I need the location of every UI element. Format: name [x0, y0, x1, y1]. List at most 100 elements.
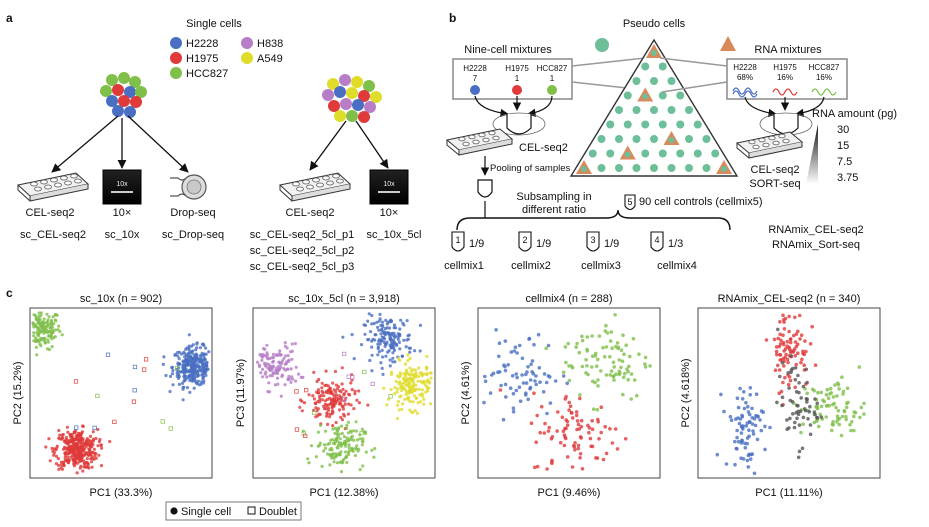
panel-b: b Pseudo cells Nine-cell mixtures H2228 … [444, 11, 897, 272]
scatter-point [173, 352, 178, 356]
scatter-point [483, 374, 487, 379]
scatter-point [535, 464, 540, 469]
scatter-point [400, 354, 404, 358]
scatter-point [357, 389, 361, 393]
legend-dot-h838 [241, 37, 253, 49]
scatter-point [578, 396, 582, 401]
scatter-point [390, 345, 394, 349]
scatter-point [344, 450, 348, 454]
scatter-point [370, 339, 374, 343]
scatter-point [584, 357, 588, 362]
scatter-point [845, 386, 850, 391]
scatter-point [783, 316, 788, 321]
scatter-point [386, 350, 390, 354]
scatter-point [501, 417, 506, 422]
scatter-point [316, 388, 321, 392]
scatter-point [604, 323, 608, 328]
panel-c-letter: c [6, 286, 13, 300]
scatter-point [411, 410, 415, 414]
scatter-point [376, 325, 380, 329]
scatter-point [312, 370, 316, 374]
legend-dot-h2228 [170, 37, 182, 49]
scatter-point [609, 369, 614, 373]
scatter-point [46, 323, 50, 327]
scatter-point [398, 327, 402, 331]
scatter-point [360, 443, 364, 447]
pseudo-cell-dot [632, 77, 641, 85]
scatter-point [264, 364, 268, 368]
scatter-point [818, 412, 822, 417]
scatter-point [289, 380, 293, 384]
scatter-point [50, 446, 54, 450]
scatter-point [558, 440, 563, 445]
scatter-point [360, 427, 364, 431]
scatter-point [394, 342, 398, 346]
doublet-point [160, 419, 165, 424]
scatter-point [326, 442, 330, 446]
scatter-point [562, 433, 567, 437]
scatter-point [65, 451, 69, 456]
scatter-point [52, 453, 56, 457]
scatter-point [202, 357, 206, 362]
scatter-point [576, 422, 581, 427]
scatter-point [800, 357, 804, 362]
scatter-point [781, 313, 785, 318]
scatter-point [98, 437, 102, 442]
scatter-point [184, 347, 188, 351]
scatter-point [777, 344, 782, 349]
scatter-point [483, 379, 488, 384]
scatter-point [382, 386, 386, 390]
scatter-point [347, 402, 351, 406]
scatter-point [340, 366, 344, 370]
scatter-point [271, 352, 275, 356]
scatter-point [748, 457, 753, 461]
scatter-point [352, 407, 356, 411]
scatter-point [778, 342, 783, 346]
scatter-point [379, 332, 383, 336]
pseudo-cell-dot [658, 91, 667, 100]
pseudo-cell-symbol [595, 38, 609, 52]
scatter-point [587, 430, 591, 435]
scatter-point [628, 354, 632, 359]
nine-cell-count-2: 1 [550, 74, 555, 83]
scatter-point [82, 454, 86, 458]
scatter-point [195, 341, 199, 345]
scatter-point [393, 335, 397, 339]
scatter-point [403, 362, 408, 366]
scatter-point [260, 358, 264, 362]
scatter-point [777, 368, 782, 372]
scatter-point [56, 328, 60, 332]
scatter-point [168, 389, 172, 394]
scatter-point [406, 395, 411, 399]
rna-dataset-1: RNAmix_Sort-seq [772, 239, 860, 251]
scatter-point [197, 360, 201, 364]
scatter-point [568, 404, 573, 409]
scatter-point [64, 435, 68, 440]
scatter-point [831, 422, 835, 427]
scatter-point [576, 443, 581, 448]
scatter-point [94, 452, 98, 456]
scatter-point [403, 381, 407, 385]
scatter-point [575, 427, 579, 432]
dataset-celseq2-5cl-p1: sc_CEL-seq2_5cl_p1 [250, 229, 355, 241]
scatter-point [189, 370, 193, 374]
rna-line-1: H1975 [773, 63, 797, 72]
scatter-point [752, 471, 757, 476]
scatter-point [514, 372, 518, 376]
rna-mixture-title: RNA mixtures [754, 44, 822, 56]
scatter-point [395, 416, 399, 421]
scatter-point [596, 378, 600, 382]
scatter-point [632, 378, 637, 382]
scatter-point [781, 333, 785, 338]
scatter-point [175, 371, 179, 375]
scatter-point [321, 391, 325, 395]
scatter-point [530, 370, 534, 374]
scatter-point [533, 379, 537, 383]
scatter-point [579, 424, 584, 429]
scatter-point [787, 329, 791, 334]
scatter-point [567, 364, 571, 368]
dataset-sc-celseq2: sc_CEL-seq2 [20, 229, 86, 241]
scatter-point [553, 379, 558, 383]
scatter-point [852, 410, 857, 414]
cellmix-ratio-4: 1/3 [668, 238, 683, 250]
